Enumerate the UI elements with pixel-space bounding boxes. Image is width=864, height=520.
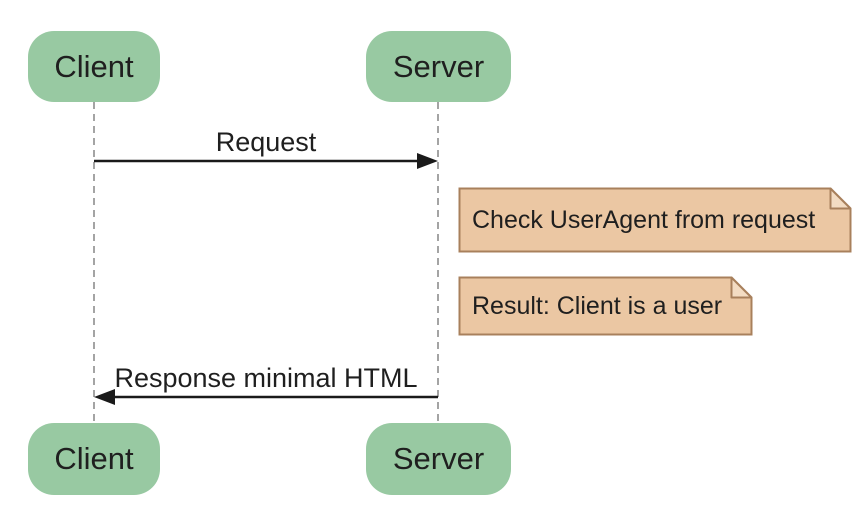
note-body-shape	[458, 276, 753, 336]
response-message-label: Response minimal HTML	[114, 363, 418, 393]
request-arrowhead-icon	[417, 153, 438, 169]
request-message-label: Request	[215, 127, 317, 157]
note-body-shape	[458, 187, 852, 253]
response-arrowhead-icon	[94, 389, 115, 405]
note-text: Result: Client is a user	[472, 291, 723, 320]
actor-client-top: Client	[28, 31, 160, 102]
actor-client-bottom: Client	[28, 423, 160, 495]
note-fold-corner-icon	[829, 187, 852, 210]
note-text: Check UserAgent from request	[472, 205, 816, 234]
actor-server-bottom: Server	[366, 423, 511, 495]
note-fold-corner-icon	[730, 276, 753, 299]
note-shape	[458, 187, 852, 253]
actor-server-top: Server	[366, 31, 511, 102]
note-result-user: Result: Client is a user	[458, 276, 753, 336]
response-arrow	[94, 389, 438, 405]
note-check-useragent: Check UserAgent from request	[458, 187, 852, 253]
request-arrow	[94, 153, 438, 169]
note-shape	[458, 276, 753, 336]
